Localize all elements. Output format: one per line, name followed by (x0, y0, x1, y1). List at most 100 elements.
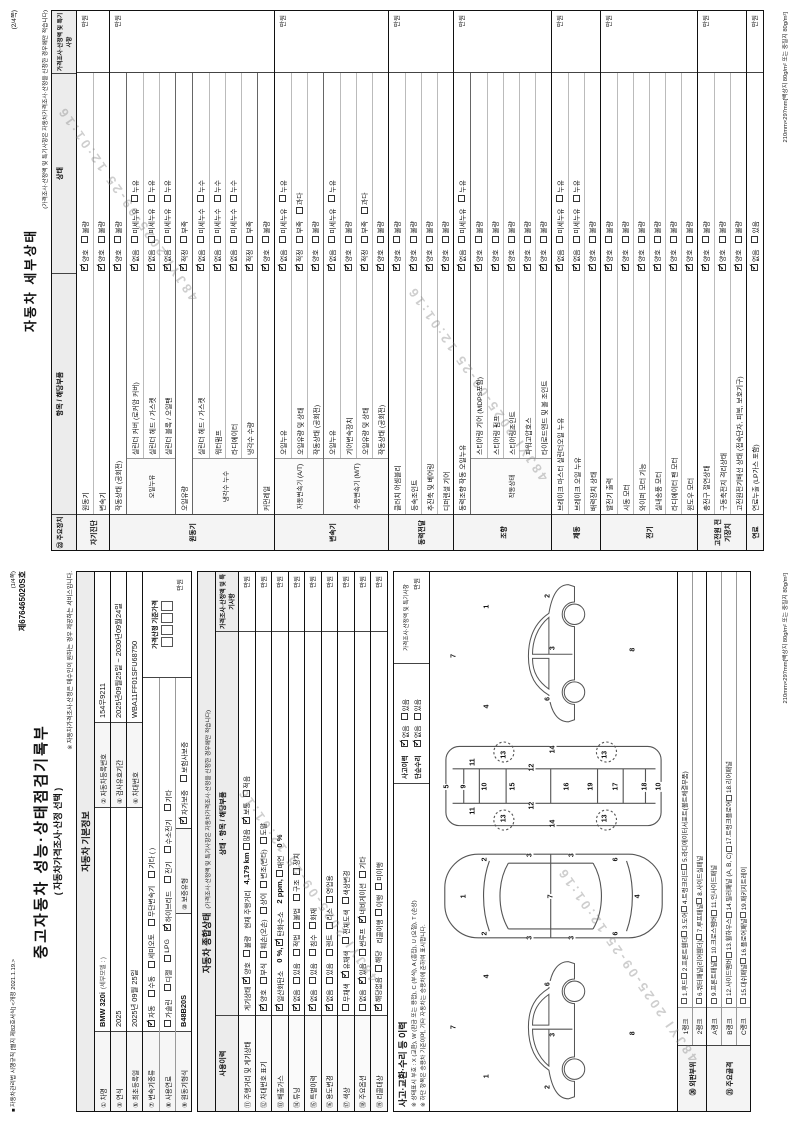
checkbox-option[interactable]: 불량 (408, 221, 418, 243)
checkbox-option[interactable]: 적정 (359, 249, 369, 271)
checkbox-option[interactable]: 양호 (392, 249, 402, 271)
checkbox-option[interactable]: 누유 (457, 180, 467, 202)
checkbox[interactable] (279, 235, 287, 243)
checkbox[interactable] (292, 894, 300, 902)
checkbox[interactable] (197, 235, 205, 243)
checkbox-option[interactable]: 불량 (343, 221, 353, 243)
checkbox-option[interactable]: 있음 (412, 699, 422, 721)
checkbox-option[interactable]: 미세누수 (228, 209, 238, 243)
checkbox-option[interactable]: 없음 (228, 249, 238, 271)
checkbox[interactable] (621, 235, 629, 243)
checkbox[interactable] (242, 816, 250, 824)
checkbox-option[interactable]: 양호 (113, 249, 123, 271)
checkbox[interactable] (292, 949, 300, 957)
checkbox[interactable] (229, 194, 237, 202)
checkbox-option[interactable]: 미세누수 (196, 209, 206, 243)
checkbox[interactable] (295, 235, 303, 243)
checkbox[interactable] (147, 960, 155, 968)
checkbox-option[interactable]: 없음 (212, 249, 222, 271)
panel-checkbox[interactable] (710, 955, 717, 962)
checkbox[interactable] (360, 207, 368, 215)
checkbox-option[interactable]: 양호 (668, 249, 678, 271)
checkbox[interactable] (358, 916, 366, 924)
checkbox-option[interactable]: 상이 (258, 893, 268, 915)
checkbox[interactable] (292, 977, 300, 985)
checkbox-option[interactable]: 없음 (146, 249, 156, 271)
checkbox[interactable] (147, 1020, 155, 1027)
checkbox-option[interactable]: 색상변경 (341, 870, 351, 905)
checkbox-option[interactable]: 전체도색 (341, 910, 351, 944)
checkbox[interactable] (325, 977, 333, 985)
checkbox[interactable] (245, 264, 253, 271)
checkbox[interactable] (458, 235, 466, 243)
checkbox[interactable] (163, 235, 171, 243)
checkbox[interactable] (588, 264, 596, 271)
checkbox[interactable] (262, 235, 270, 243)
checkbox-option[interactable]: 부식 (258, 963, 268, 985)
checkbox[interactable] (213, 264, 221, 271)
checkbox-option[interactable]: 불량 (310, 221, 320, 243)
checkbox-option[interactable]: 구조 (291, 880, 301, 902)
checkbox[interactable] (669, 235, 677, 243)
checkbox-option[interactable]: 불량 (96, 221, 106, 243)
checkbox[interactable] (441, 235, 449, 243)
checkbox-option[interactable]: 양호 (424, 249, 434, 271)
checkbox-option[interactable]: 불량 (587, 221, 597, 243)
checkbox-option[interactable]: 불량 (733, 221, 743, 243)
checkbox[interactable] (259, 950, 267, 958)
checkbox[interactable] (328, 235, 336, 243)
checkbox[interactable] (475, 235, 483, 243)
checkbox[interactable] (425, 264, 433, 271)
checkbox-option[interactable]: 불량 (684, 221, 694, 243)
checkbox[interactable] (375, 882, 383, 890)
checkbox[interactable] (180, 264, 188, 271)
checkbox[interactable] (164, 954, 171, 962)
checkbox-option[interactable]: 하이브리드 (163, 891, 173, 932)
checkbox[interactable] (213, 194, 221, 202)
checkbox-option[interactable]: 부족 (244, 221, 254, 243)
checkbox-option[interactable]: 과다 (359, 193, 369, 215)
checkbox-option[interactable]: 누유 (130, 180, 140, 202)
checkbox-option[interactable]: 양호 (620, 249, 630, 271)
checkbox-option[interactable]: 미세누유 (130, 209, 140, 243)
checkbox-option[interactable]: 불량 (261, 221, 271, 243)
checkbox-option[interactable]: 무단변속기 (146, 886, 156, 926)
checkbox[interactable] (344, 235, 352, 243)
checkbox-option[interactable]: 양호 (701, 249, 711, 271)
checkbox[interactable] (342, 936, 349, 944)
checkbox[interactable] (458, 264, 466, 271)
checkbox-option[interactable]: 기타 (357, 856, 367, 878)
checkbox-option[interactable]: 불량 (668, 221, 678, 243)
checkbox[interactable] (702, 264, 710, 271)
checkbox-option[interactable]: 미세누유 (555, 209, 565, 243)
checkbox-option[interactable]: 양호 (80, 249, 90, 271)
checkbox[interactable] (309, 977, 316, 985)
checkbox[interactable] (637, 264, 645, 271)
checkbox-option[interactable]: 없음 (357, 989, 367, 1011)
checkbox[interactable] (556, 235, 564, 243)
checkbox[interactable] (376, 235, 384, 243)
checkbox[interactable] (491, 235, 499, 243)
checkbox[interactable] (685, 235, 693, 243)
checkbox[interactable] (358, 870, 366, 878)
checkbox-option[interactable]: 이행 (374, 895, 384, 917)
checkbox-option[interactable]: LPG (164, 939, 171, 962)
checkbox[interactable] (292, 1004, 300, 1011)
checkbox-option[interactable]: 보험사보증 (179, 742, 189, 782)
checkbox-option[interactable]: 부족 (179, 221, 189, 243)
checkbox-option[interactable]: 네비게이션 (357, 883, 367, 924)
checkbox[interactable] (523, 264, 531, 271)
checkbox-option[interactable]: 불량 (522, 221, 532, 243)
checkbox[interactable] (734, 264, 742, 271)
checkbox-option[interactable]: 과다 (294, 193, 304, 215)
checkbox[interactable] (413, 740, 421, 747)
checkbox[interactable] (131, 264, 139, 271)
checkbox-option[interactable]: 없음 (457, 249, 467, 271)
checkbox[interactable] (114, 264, 122, 271)
checkbox-option[interactable]: 불량 (440, 221, 450, 243)
checkbox[interactable] (344, 264, 352, 271)
panel-checkbox[interactable] (696, 934, 702, 941)
checkbox[interactable] (164, 846, 171, 854)
checkbox[interactable] (97, 235, 105, 243)
checkbox-option[interactable]: 양호 (538, 249, 548, 271)
